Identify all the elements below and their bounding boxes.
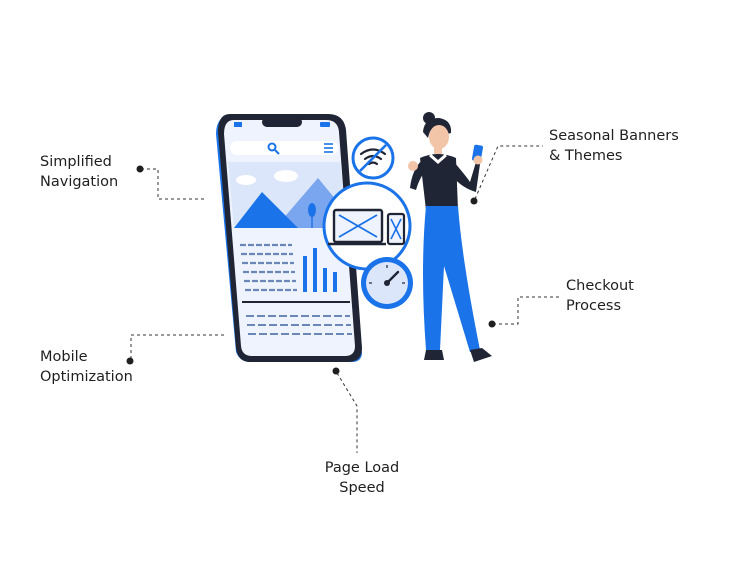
text-lines-bottom <box>246 315 352 335</box>
connector-seasonal-banners <box>474 145 543 200</box>
label-simplified-navigation: Simplified Navigation <box>40 152 118 192</box>
connector-dots <box>126 165 496 375</box>
person-illustration <box>408 112 492 362</box>
connector-page-load-speed <box>336 372 358 453</box>
hair <box>423 118 452 138</box>
connector-mobile-optimization <box>130 334 226 359</box>
dot-checkout-process <box>488 320 496 328</box>
text-lines-left <box>240 243 297 292</box>
label-line: Checkout <box>566 278 634 294</box>
bar-chart-icon <box>303 248 337 292</box>
label-mobile-optimization: Mobile Optimization <box>40 347 133 387</box>
dot-seasonal-banners <box>470 197 478 205</box>
tree-icon <box>308 203 316 228</box>
label-line: Speed <box>339 480 385 496</box>
collar <box>429 153 447 164</box>
connector-checkout-process <box>493 296 560 325</box>
label-line: Simplified <box>40 154 112 170</box>
label-line: Seasonal Banners <box>549 128 679 144</box>
label-page-load-speed: Page Load Speed <box>312 458 412 498</box>
wifi-off-icon <box>351 136 395 180</box>
dot-page-load-speed <box>332 367 340 375</box>
left-shoe <box>424 350 444 360</box>
responsive-devices-icon <box>322 181 412 271</box>
speedometer-icon <box>361 257 413 309</box>
label-line: & Themes <box>549 148 623 164</box>
label-line: Process <box>566 298 622 314</box>
dot-mobile-optimization <box>126 357 134 365</box>
right-shoe <box>470 348 492 362</box>
search-bar <box>230 141 338 155</box>
battery-icon <box>320 122 330 127</box>
label-line: Mobile <box>40 349 88 365</box>
label-line: Navigation <box>40 174 119 190</box>
neck <box>434 146 442 154</box>
left-hand <box>408 161 418 171</box>
dot-simplified-navigation <box>136 165 144 173</box>
search-icon <box>267 142 280 155</box>
right-arm <box>452 162 480 192</box>
mountain-front <box>234 192 298 228</box>
label-line: Optimization <box>40 369 133 385</box>
clouds <box>236 170 298 185</box>
torso <box>420 154 458 210</box>
connector-simplified-navigation <box>141 168 206 200</box>
phone-notch <box>262 117 302 127</box>
right-hand <box>473 155 483 165</box>
connectors <box>130 145 560 453</box>
signal-bars <box>234 122 242 127</box>
trousers <box>423 206 480 352</box>
label-checkout-process: Checkout Process <box>566 276 634 316</box>
smartphone-illustration <box>216 114 362 362</box>
label-seasonal-banners: Seasonal Banners & Themes <box>549 126 679 166</box>
face <box>429 125 449 149</box>
menu-icon <box>324 143 333 153</box>
label-line: Page Load <box>324 460 400 476</box>
left-arm <box>410 160 428 190</box>
